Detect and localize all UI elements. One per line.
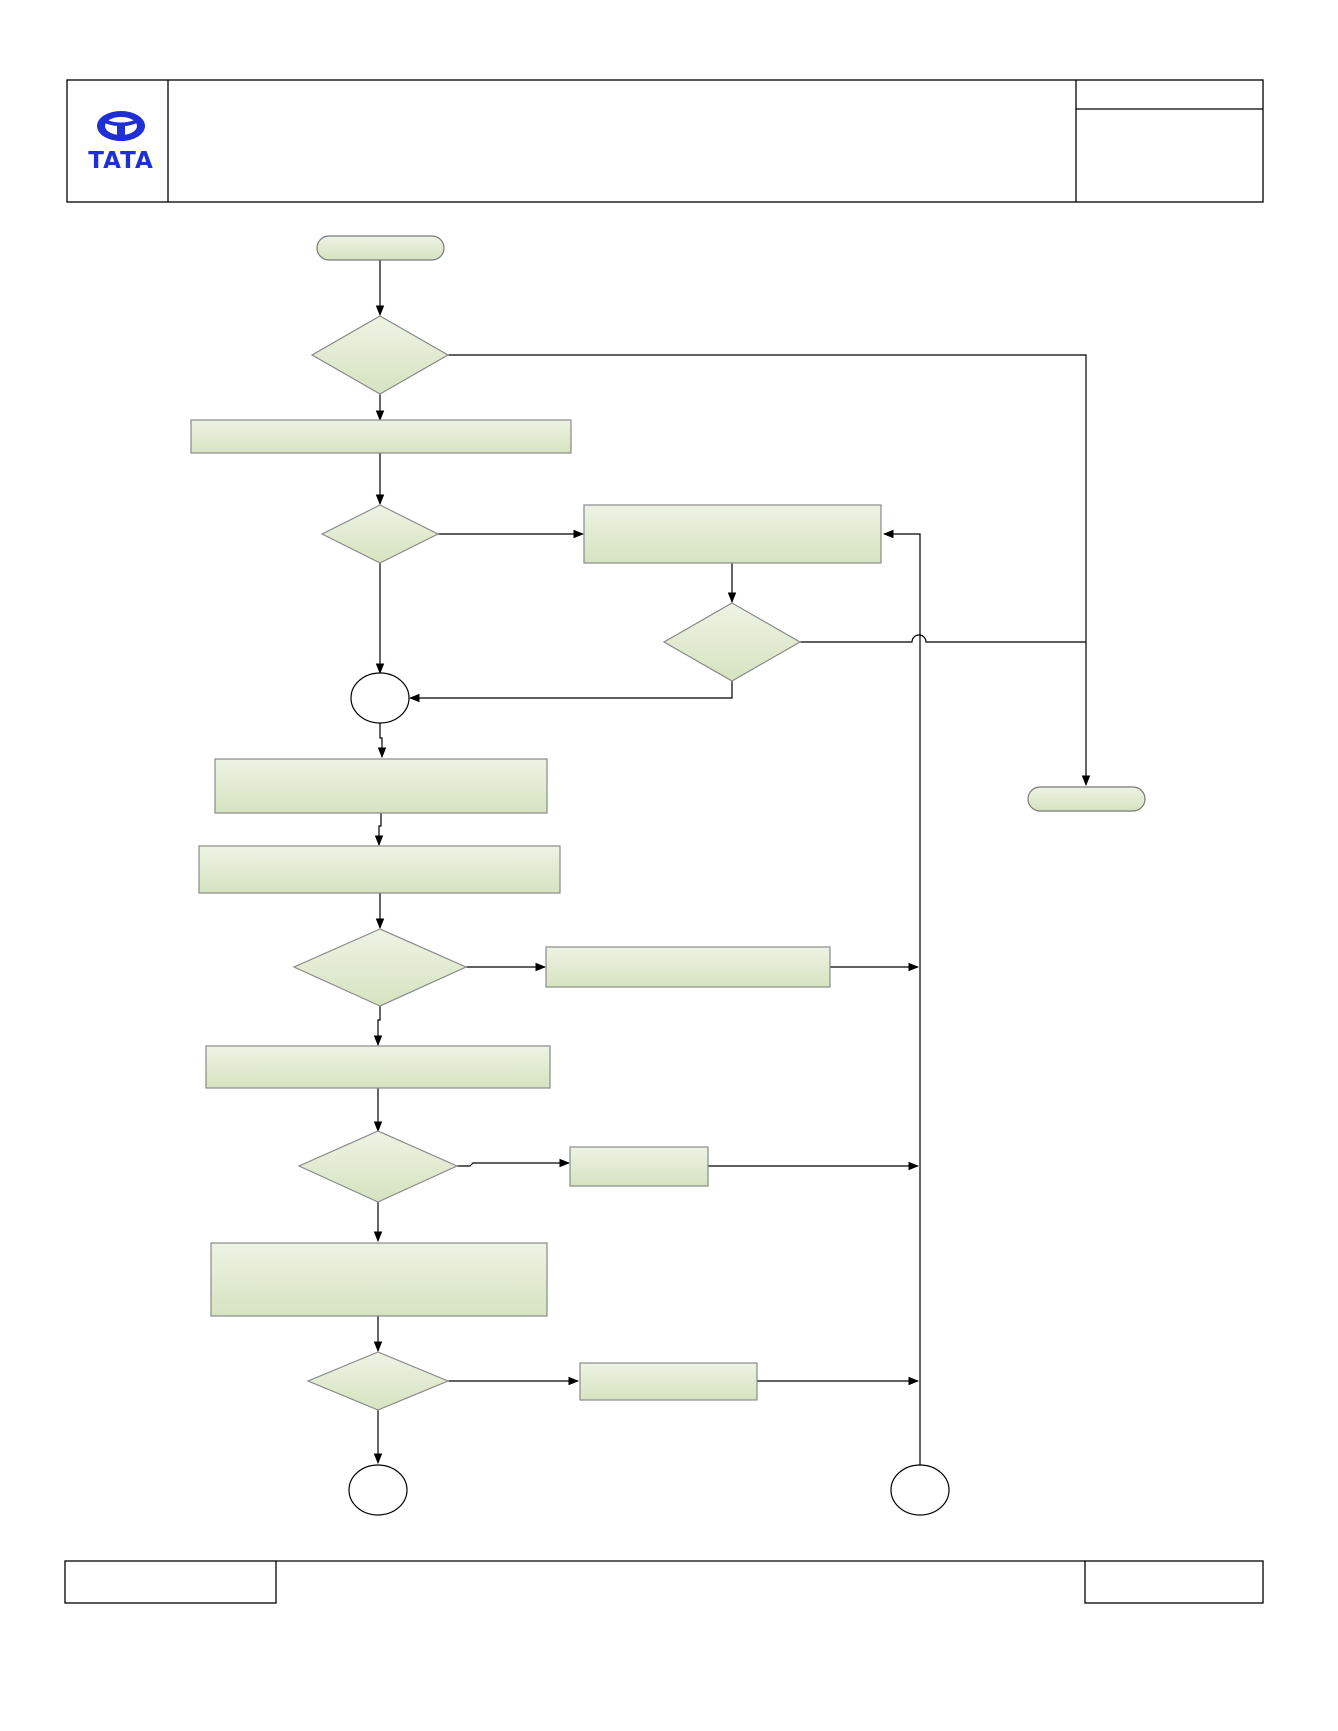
- decision-3: [662, 602, 802, 682]
- process-9: [579, 1362, 758, 1401]
- tata-wordmark: TATA: [88, 148, 154, 174]
- footer-box-right: [1084, 1560, 1264, 1604]
- footer: [64, 1560, 1264, 1604]
- edge-d3-end: [800, 634, 1086, 643]
- process-4: [198, 845, 561, 894]
- process-1: [190, 419, 572, 454]
- header: [66, 79, 1264, 203]
- decision-2: [320, 504, 440, 564]
- header-frame: [66, 79, 1264, 203]
- edge-d4-p6: [373, 1006, 383, 1047]
- end-terminator: [1027, 786, 1146, 812]
- decision-1: [310, 315, 450, 395]
- tata-logo: TATA: [88, 111, 154, 174]
- process-7: [569, 1146, 709, 1187]
- connector-circle-1: [350, 672, 410, 724]
- connector-circle-2: [348, 1464, 408, 1516]
- process-5: [545, 946, 831, 988]
- decision-5: [297, 1130, 459, 1203]
- flowchart-shapes: [190, 235, 1146, 1516]
- process-2: [583, 504, 882, 564]
- edge-p3-p4: [374, 813, 384, 847]
- edge-d3-c1: [408, 681, 733, 703]
- process-6: [205, 1045, 551, 1089]
- decision-4: [292, 928, 468, 1007]
- edge-c1-p3: [377, 723, 387, 759]
- decision-6: [306, 1351, 450, 1411]
- footer-box-left: [64, 1560, 277, 1604]
- tata-logo-icon: [97, 111, 145, 141]
- start-terminator: [316, 235, 445, 261]
- process-3: [214, 758, 548, 814]
- edge-d5-p7: [456, 1158, 571, 1168]
- edge-c3-p2: [882, 529, 921, 1465]
- connector-circle-3: [890, 1464, 950, 1516]
- process-8: [210, 1242, 548, 1317]
- connector-lines: [373, 260, 1091, 1465]
